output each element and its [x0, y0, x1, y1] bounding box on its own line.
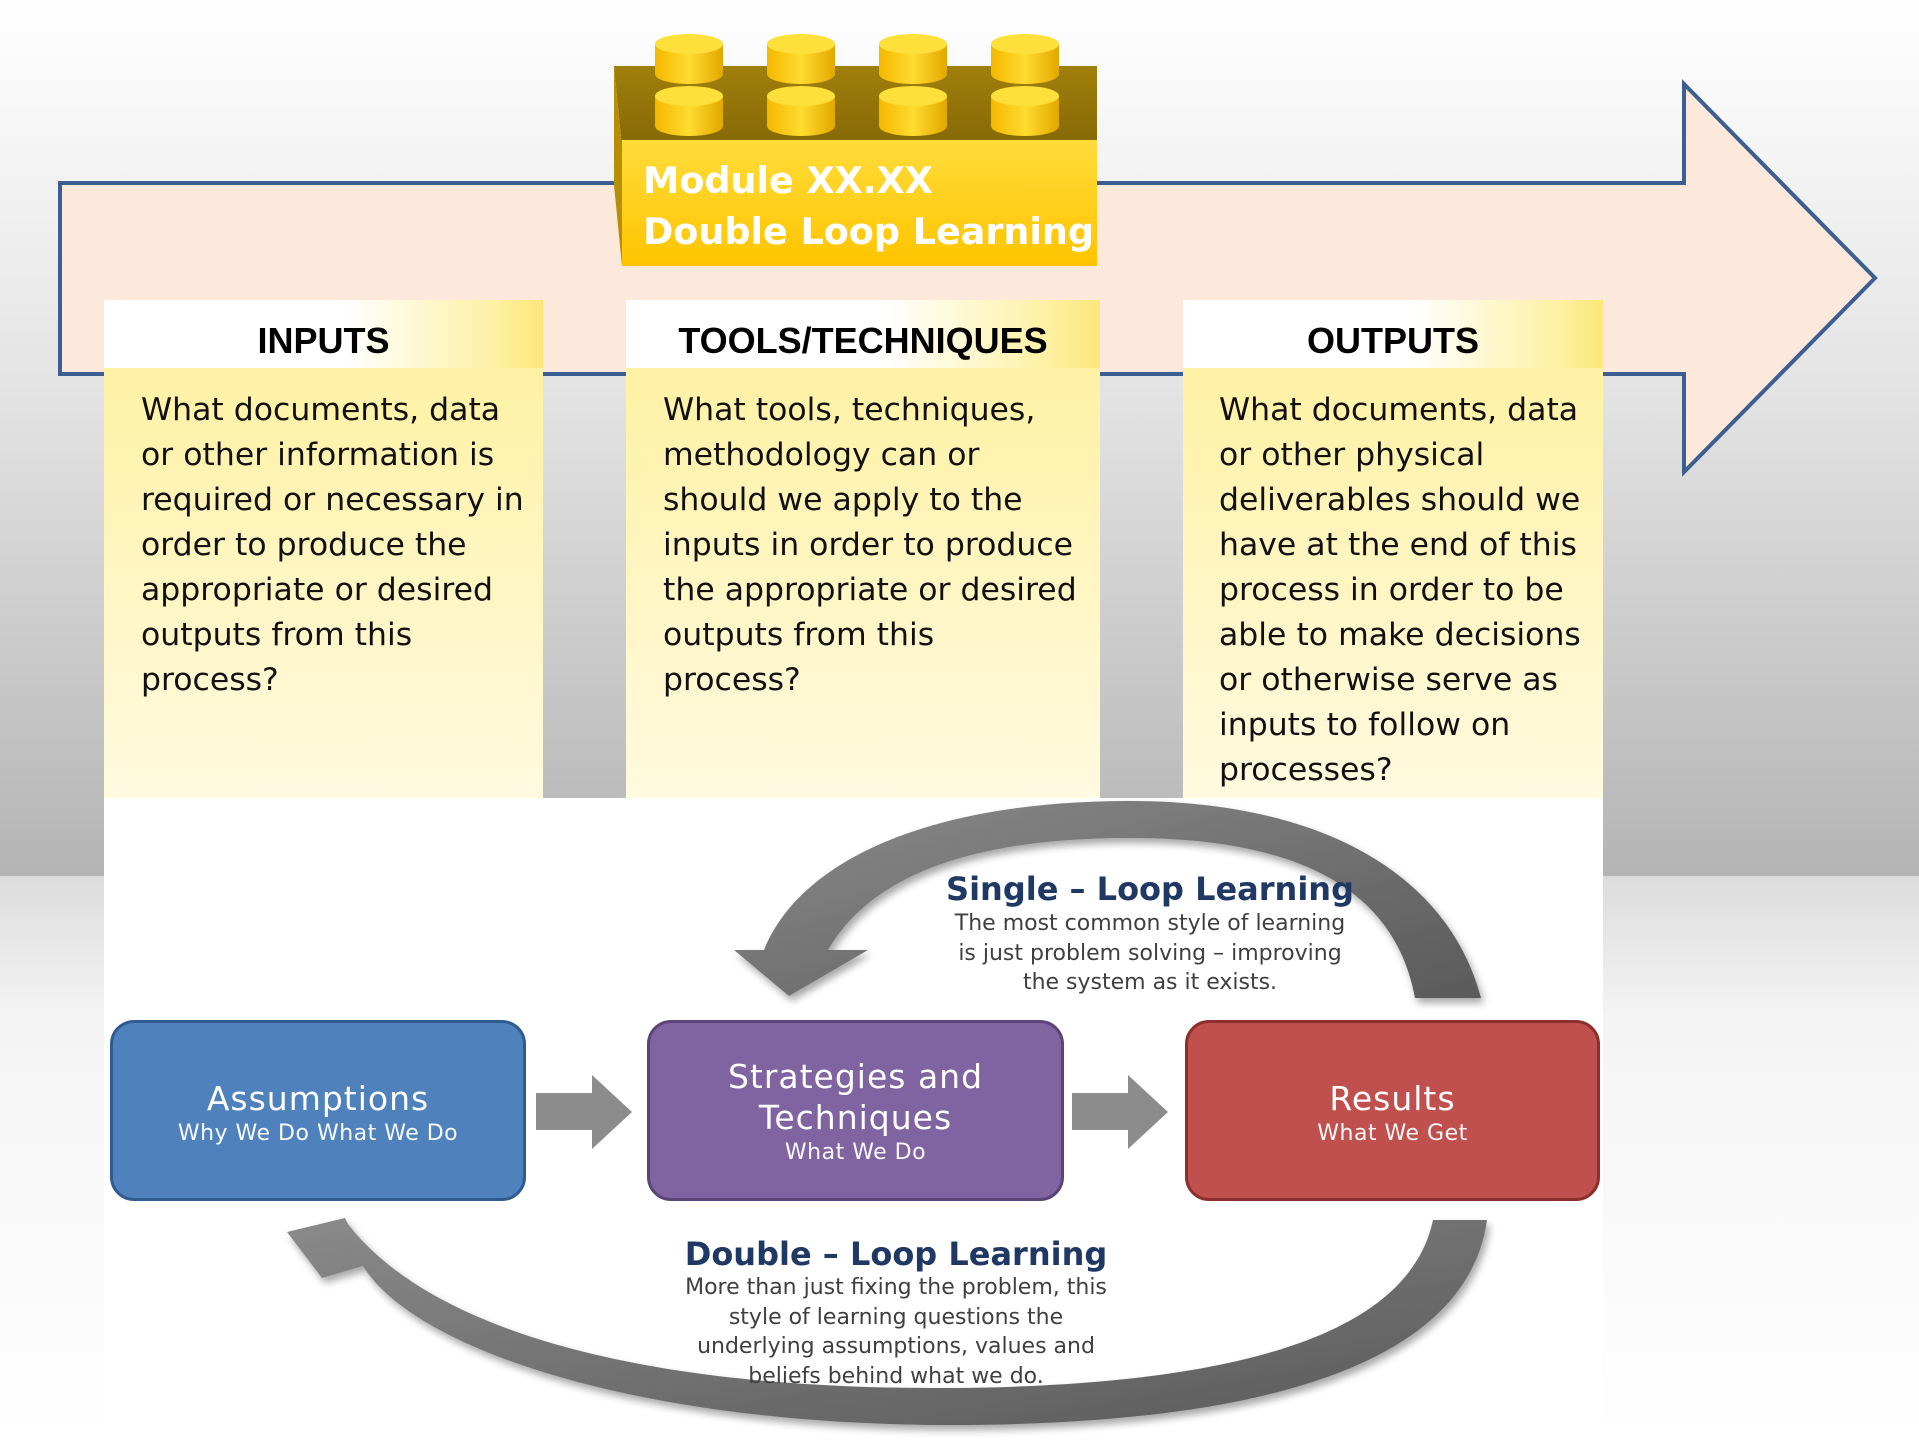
strategies-box: Strategies and Techniques What We Do [647, 1020, 1064, 1201]
module-brick [614, 34, 1097, 266]
outputs-column: OUTPUTS What documents, data or other ph… [1183, 300, 1603, 798]
inputs-text: What documents, data or other informatio… [141, 392, 524, 698]
assumptions-box: Assumptions Why We Do What We Do [110, 1020, 526, 1201]
inputs-heading: INPUTS [104, 300, 543, 368]
brick-stud [991, 86, 1059, 136]
brick-stud [879, 86, 947, 136]
strategies-title: Strategies and Techniques [727, 1057, 984, 1137]
brick-stud [879, 34, 947, 84]
inputs-column: INPUTS What documents, data or other inf… [104, 300, 543, 798]
results-subtitle: What We Get [1317, 1121, 1468, 1146]
double-loop-description: More than just fixing the problem, this … [685, 1275, 1107, 1389]
tools-column: TOOLS/TECHNIQUES What tools, techniques,… [626, 300, 1100, 798]
outputs-text: What documents, data or other physical d… [1219, 392, 1581, 788]
assumptions-subtitle: Why We Do What We Do [177, 1121, 459, 1146]
brick-stud [767, 34, 835, 84]
tools-heading: TOOLS/TECHNIQUES [626, 300, 1100, 368]
module-title: Module XX.XX Double Loop Learning [643, 159, 1094, 253]
results-box: Results What We Get [1185, 1020, 1600, 1201]
connector-arrow-1 [536, 1075, 632, 1149]
double-loop-title: Double – Loop Learning [684, 1235, 1108, 1273]
connector-arrow-2 [1072, 1075, 1168, 1149]
single-loop-description: The most common style of learning is jus… [954, 911, 1346, 995]
brick-stud [655, 34, 723, 84]
tools-text: What tools, techniques, methodology can … [663, 392, 1077, 698]
assumptions-title: Assumptions [206, 1079, 430, 1118]
single-loop-title: Single – Loop Learning [946, 870, 1354, 908]
brick-stud [991, 34, 1059, 84]
results-title: Results [1329, 1079, 1456, 1118]
strategies-subtitle: What We Do [784, 1140, 927, 1165]
outputs-heading: OUTPUTS [1183, 300, 1603, 368]
brick-stud [655, 86, 723, 136]
brick-stud [767, 86, 835, 136]
